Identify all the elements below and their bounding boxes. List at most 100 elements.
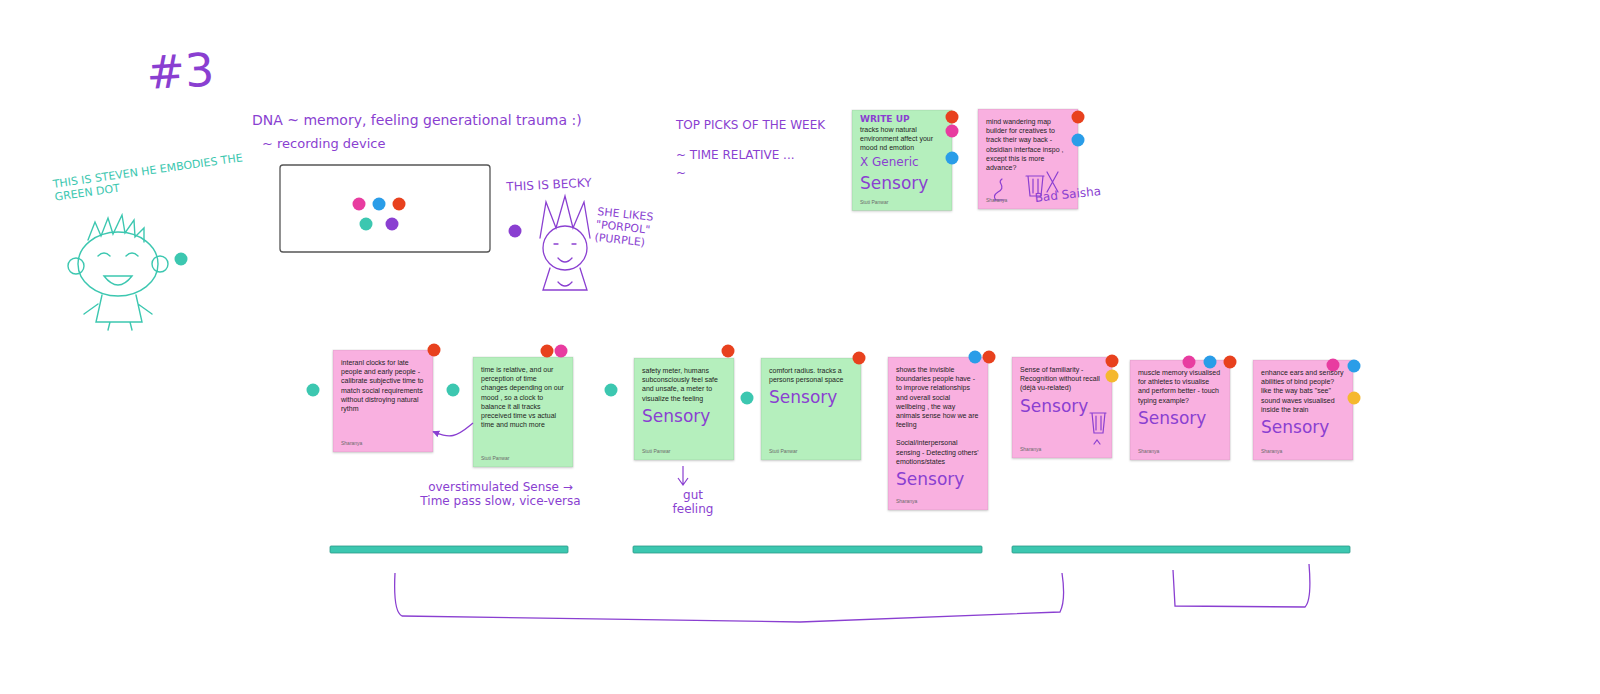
vote-dot (1204, 356, 1217, 369)
handwritten-tag: WRITE UP (860, 114, 943, 125)
vote-dot (541, 345, 554, 358)
vote-dot (1106, 370, 1119, 383)
handwritten-tag: Sensory (1138, 408, 1221, 428)
handwritten-tag: Sensory (642, 406, 725, 426)
sticky-fill (473, 357, 573, 467)
sticky-fill (852, 110, 952, 211)
leader-arrow (678, 466, 688, 485)
vote-dot (1348, 360, 1361, 373)
note-text: shows the invisible boundaries people ha… (896, 365, 979, 429)
note-text: muscle memory visualised for athletes to… (1138, 368, 1221, 405)
cartoon-mouth (104, 276, 132, 285)
handwritten-tag: Sensory (769, 387, 852, 407)
cartoon-caption: THIS IS BECKY (506, 173, 637, 194)
sticky-note: interanl clocks for late people and earl… (333, 350, 433, 452)
vote-dot (428, 344, 441, 357)
section-bar (633, 546, 982, 553)
note-text: enhance ears and sensory abilities of bi… (1261, 368, 1344, 414)
note-text: tracks how natural environment affect yo… (860, 125, 943, 153)
sticky-fill (1130, 360, 1230, 460)
sticky-note: Sense of familiarity - Recognition witho… (1012, 357, 1112, 458)
vote-dot (1348, 392, 1361, 405)
vote-dot (1224, 356, 1237, 369)
note-text: comfort radius. tracks a persons persona… (769, 366, 852, 384)
note-text: mind wandering map builder for creatives… (986, 117, 1069, 172)
sticky-note: safety meter, humans subconsciously feel… (634, 358, 734, 460)
cartoon-caption: SHE LIKES "PORPOL" (PURPLE) (594, 205, 680, 252)
author-name: Stuti Panwar (769, 444, 852, 455)
vote-dot (1106, 355, 1119, 368)
handwritten-tag: X Generic (860, 155, 943, 170)
author-name: Stuti Panwar (481, 451, 564, 462)
vote-dot (946, 111, 959, 124)
vote-dot (373, 198, 386, 211)
sticky-doodles (994, 172, 1106, 444)
handwritten-note: ~ (676, 166, 696, 180)
note-text: Social/interpersonal sensing - Detecting… (896, 438, 979, 466)
vote-dot (946, 125, 959, 138)
note-text: interanl clocks for late people and earl… (341, 358, 424, 413)
steven-cartoon (68, 215, 168, 330)
cartoon-caption: THIS IS STEVEN HE EMBODIES THE GREEN DOT (52, 149, 259, 203)
section-bar (330, 546, 568, 553)
handwritten-note: Bad Saisha (1034, 182, 1125, 205)
handwritten-note: DNA ~ memory, feeling generational traum… (252, 112, 582, 129)
author-name: Sharanya (1261, 444, 1344, 455)
sticky-note: shows the invisible boundaries people ha… (888, 357, 988, 510)
cartoon-head (78, 232, 158, 296)
author-name: Stuti Panwar (860, 195, 943, 206)
vote-dot (946, 152, 959, 165)
vote-dot (722, 345, 735, 358)
sticky-fill (1012, 357, 1112, 458)
vote-dot (853, 352, 866, 365)
handwritten-note: ~ recording device (262, 136, 462, 152)
author-name: Sharanya (1138, 444, 1221, 455)
cartoon-face (554, 244, 576, 262)
sticky-fill (888, 357, 988, 510)
purple-dot (509, 225, 522, 238)
cartoon-ear (68, 258, 84, 274)
vote-dot (1072, 111, 1085, 124)
green-dot (605, 384, 618, 397)
green-dot (447, 384, 460, 397)
handwritten-tag: Sensory (896, 469, 979, 489)
section-bar (1012, 546, 1350, 553)
cartoon-body (543, 268, 587, 290)
group-bracket (395, 573, 1064, 622)
vote-dot (969, 351, 982, 364)
handwritten-note: gut feeling (662, 488, 724, 516)
connector-arrow (433, 423, 473, 436)
note-text: Sense of familiarity - Recognition witho… (1020, 365, 1103, 393)
handwritten-note: overstimulated Sense → Time pass slow, v… (418, 480, 583, 508)
cartoon-head (543, 226, 587, 270)
green-dot (741, 392, 754, 405)
sticky-note: comfort radius. tracks a persons persona… (761, 358, 861, 460)
cartoon-body (84, 295, 152, 330)
green-dot (175, 253, 188, 266)
cartoon-eyes (98, 253, 138, 256)
handwritten-tag: Sensory (1261, 417, 1344, 437)
sticky-note: enhance ears and sensory abilities of bi… (1253, 360, 1353, 460)
vote-dot (386, 218, 399, 231)
sticky-note: time is relative, and our perception of … (473, 357, 573, 467)
author-name: Sharanya (1020, 442, 1103, 453)
cartoon-ear (152, 256, 168, 272)
note-text: time is relative, and our perception of … (481, 365, 564, 429)
sticky-note: muscle memory visualised for athletes to… (1130, 360, 1230, 460)
cartoon-hair (540, 196, 590, 238)
cartoon-hair (88, 215, 144, 242)
vote-dot (983, 351, 996, 364)
page-number: #3 (145, 40, 268, 101)
sticky-fill (634, 358, 734, 460)
handwritten-tag: Sensory (860, 173, 943, 193)
sticky-note: WRITE UPtracks how natural environment a… (852, 110, 952, 211)
group-bracket (1173, 564, 1310, 607)
handwritten-note: TOP PICKS OF THE WEEK (676, 118, 846, 132)
trash-icon (1090, 413, 1106, 444)
author-name: Sharanya (896, 494, 979, 505)
note-text: safety meter, humans subconsciously feel… (642, 366, 725, 403)
vote-dot (353, 198, 366, 211)
